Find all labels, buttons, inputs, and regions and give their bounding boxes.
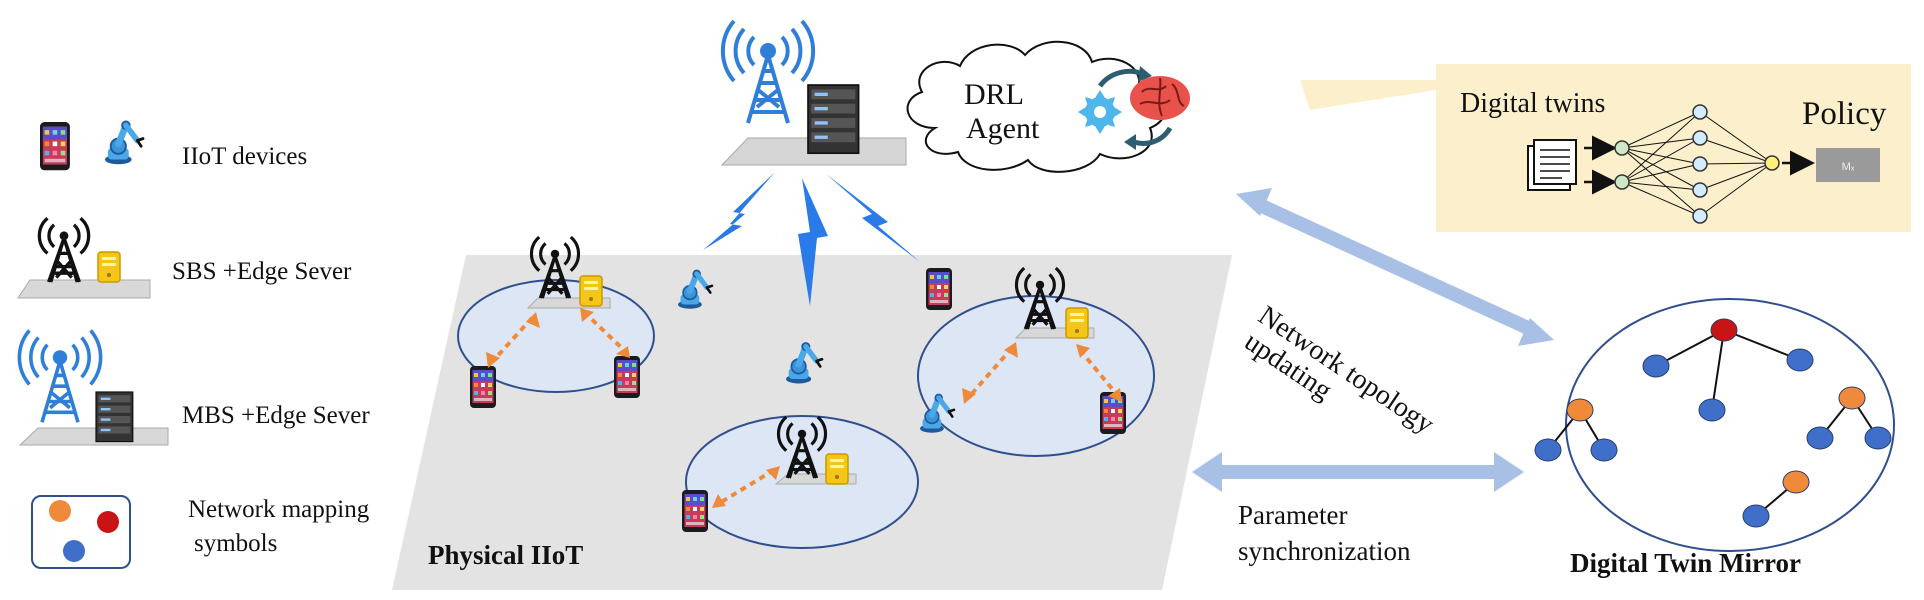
brain-icon (1130, 76, 1190, 120)
nn-node (1692, 182, 1708, 198)
refresh-arrow-top (1097, 68, 1144, 88)
mirror-node (1710, 318, 1738, 342)
nn-node (1614, 140, 1630, 156)
nn-edge (1621, 111, 1701, 149)
refresh-arrow-bottom (1133, 126, 1173, 146)
nn-edge (1621, 111, 1701, 183)
legend-robot-icon (105, 121, 143, 165)
sync-label-line2: synchronization (1238, 536, 1411, 566)
mbs-station-top (720, 19, 907, 166)
mirror-node (1642, 354, 1670, 378)
topology-arrow (1236, 188, 1554, 346)
physical-iiot-title: Physical IIoT (428, 540, 584, 570)
mirror-node (1782, 470, 1810, 494)
mirror-edge (1711, 329, 1725, 411)
sync-arrow (1192, 452, 1524, 492)
mirror-node (1698, 398, 1726, 422)
neural-network (1614, 104, 1780, 224)
mirror-node (1838, 386, 1866, 410)
drl-agent-label-line2: Agent (966, 112, 1040, 145)
drl-agent-cloud (906, 40, 1190, 173)
mirror-node (1590, 438, 1618, 462)
legend-mapping-label-line1: Network mapping (188, 496, 370, 523)
legend-phone-icon (40, 122, 70, 171)
legend-mbs-icon (17, 328, 169, 446)
sbs-cell-3 (682, 415, 919, 549)
legend-sbs-icon (17, 216, 151, 299)
nn-edge (1621, 147, 1701, 191)
policy-panel: Mₓ (1300, 64, 1911, 232)
policy-label: Policy (1802, 96, 1887, 132)
nn-edge (1621, 147, 1701, 217)
nn-node (1764, 155, 1780, 171)
digital-twin-mirror (1534, 298, 1895, 552)
legend-mbs-label: MBS +Edge Sever (182, 402, 370, 429)
nn-edge (1621, 181, 1701, 217)
nn-node (1692, 130, 1708, 146)
device-links (490, 310, 1120, 506)
nn-edge (1621, 163, 1701, 183)
document-icon (1527, 139, 1577, 191)
nn-node (1614, 174, 1630, 190)
drl-agent-label-line1: DRL (964, 78, 1024, 111)
digital-twin-mirror-title: Digital Twin Mirror (1570, 548, 1801, 578)
nn-node (1692, 156, 1708, 172)
nn-edge (1699, 162, 1773, 165)
nn-edge (1699, 162, 1773, 217)
gear-icon (1078, 90, 1122, 134)
nn-edge (1699, 162, 1773, 191)
wireless-links (703, 172, 920, 306)
mirror-node (1534, 438, 1562, 462)
mirror-node (1864, 426, 1892, 450)
sbs-cell-1 (457, 235, 655, 408)
digital-twins-label: Digital twins (1460, 88, 1606, 119)
refresh-arrow-bottom-head (1124, 134, 1136, 150)
nn-node (1692, 208, 1708, 224)
mirror-node (1786, 348, 1814, 372)
sync-label-line1: Parameter (1238, 500, 1348, 530)
nn-edge (1621, 137, 1701, 149)
nn-edge (1621, 137, 1701, 183)
legend-mapping-label-line2: symbols (194, 530, 278, 557)
mirror-node (1742, 504, 1770, 528)
nn-edge (1621, 147, 1701, 165)
policy-output-box: Mₓ (1816, 148, 1880, 182)
mirror-graph (1534, 318, 1892, 528)
mirror-node (1806, 426, 1834, 450)
legend-iiot-devices-label: IIoT devices (182, 143, 308, 170)
policy-box-text: Mₓ (1842, 161, 1855, 173)
sbs-cell-2 (917, 266, 1155, 457)
nn-edge (1699, 137, 1773, 164)
device-link-arrowheads (486, 308, 1122, 508)
mirror-node (1566, 398, 1594, 422)
legend-sbs-label: SBS +Edge Sever (172, 258, 352, 285)
nn-edge (1699, 111, 1773, 164)
legend (17, 121, 169, 569)
nn-edge (1621, 181, 1701, 191)
refresh-arrow-top-head (1138, 66, 1152, 82)
mirror-edge (1723, 329, 1801, 361)
nn-node (1692, 104, 1708, 120)
legend-mapping-symbols-icon (31, 495, 131, 569)
